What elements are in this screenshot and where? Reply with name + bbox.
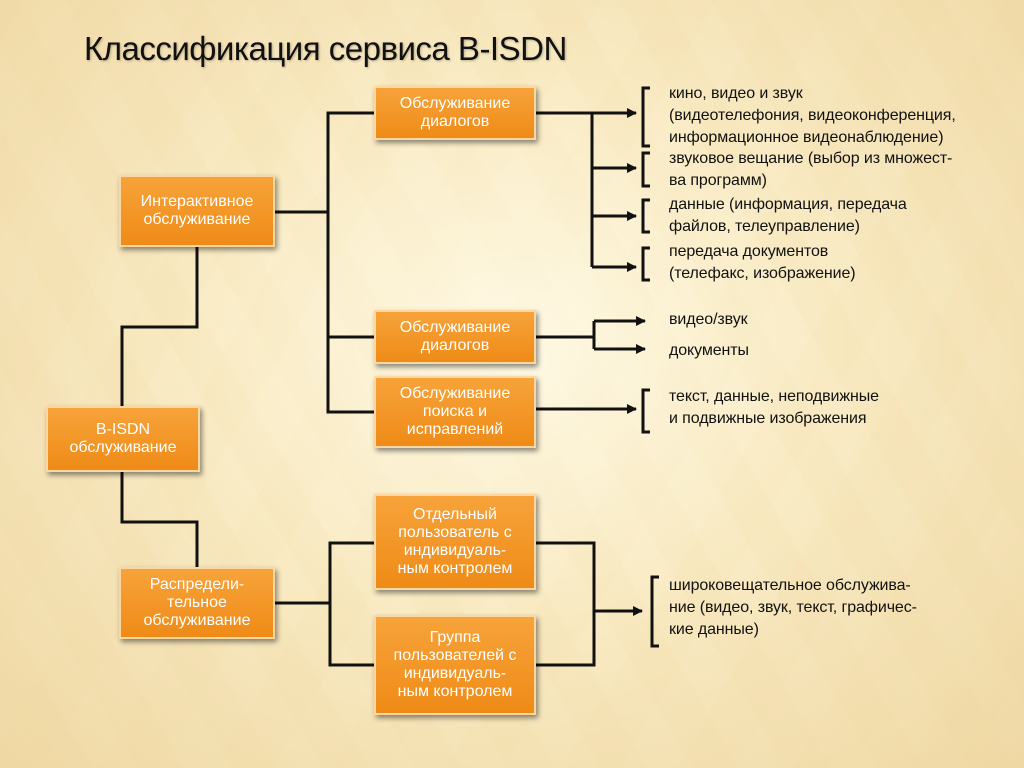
page-title: Классификация сервиса B-ISDN <box>84 30 567 67</box>
label-audio-broadcast: звуковое вещание (выбор из множест- ва п… <box>669 150 953 189</box>
node-interactive-service: Интерактивное обслуживание <box>119 175 275 247</box>
node-dialog-service-2: Обслуживание диалогов <box>374 310 536 364</box>
label-video-sound: видео/звук <box>669 311 748 328</box>
label-documents-transfer: передача документов (телефакс, изображен… <box>669 243 856 282</box>
node-search-service: Обслуживание поиска и исправлений <box>374 376 536 448</box>
label-data: данные (информация, передача файлов, тел… <box>669 196 907 235</box>
node-dialog-service-1: Обслуживание диалогов <box>374 86 536 140</box>
label-text-data: текст, данные, неподвижные и подвижные и… <box>669 388 879 427</box>
node-user-group: Группа пользователей с индивидуаль- ным … <box>374 615 536 715</box>
label-cinema: кино, видео и звук (видеотелефония, виде… <box>669 85 956 146</box>
node-single-user: Отдельный пользователь с индивидуаль- ны… <box>374 494 536 590</box>
node-distributed-service: Распредели- тельное обслуживание <box>119 567 275 639</box>
label-documents: документы <box>669 342 749 359</box>
node-b-isdn-service: B-ISDN обслуживание <box>46 406 200 472</box>
label-broadcast: широковещательное обслужива- ние (видео,… <box>669 577 917 638</box>
